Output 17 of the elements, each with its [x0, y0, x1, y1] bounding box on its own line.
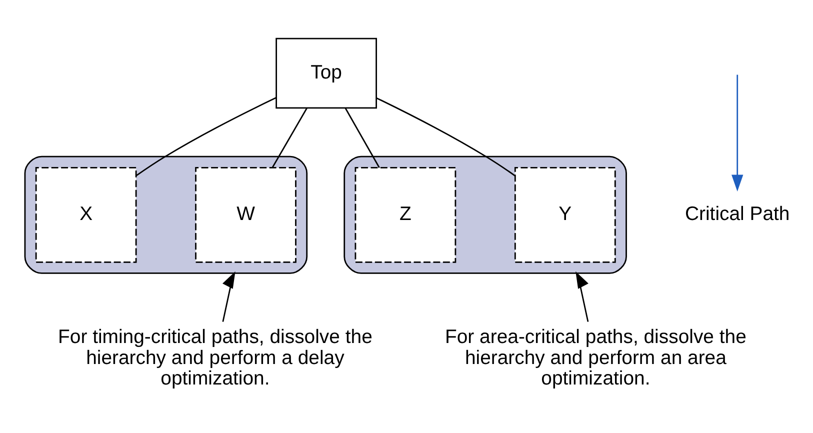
cluster	[24, 155, 308, 274]
node-box: Top	[276, 37, 377, 108]
connector	[272, 107, 308, 168]
cluster	[344, 155, 627, 274]
connector	[136, 96, 277, 176]
node-box: X	[35, 166, 137, 262]
connector	[344, 107, 380, 168]
node-box: Z	[354, 166, 456, 262]
node-text: For timing-critical paths, dissolve the hierarchy and perform a delay optimization.	[58, 325, 372, 390]
arrow	[576, 270, 589, 322]
connector	[376, 96, 516, 176]
node-box: Y	[514, 166, 616, 262]
node-text: Critical Path	[684, 202, 790, 225]
node-box: W	[195, 166, 296, 262]
arrow	[222, 270, 236, 322]
node-text: For area-critical paths, dissolve the hierarchy and perform an area optimization.	[445, 325, 746, 390]
arrow	[732, 74, 744, 191]
